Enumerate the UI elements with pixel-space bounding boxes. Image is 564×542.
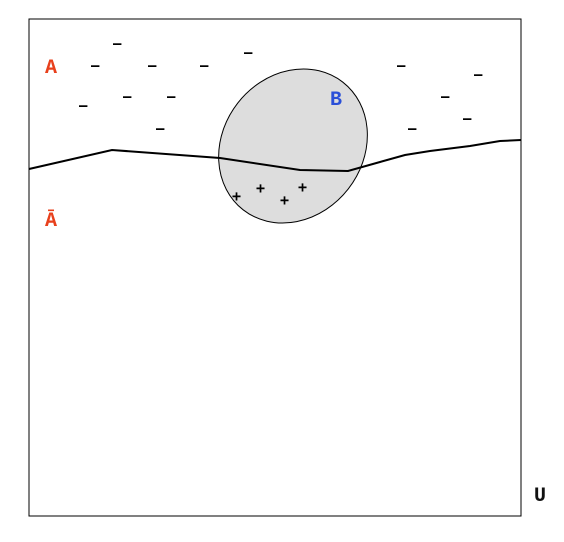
universe-frame bbox=[28, 18, 522, 517]
plus-signs: + + + + bbox=[232, 178, 307, 209]
universe-label: U bbox=[534, 485, 546, 508]
minus-sign: – bbox=[408, 121, 417, 137]
plus-sign: + bbox=[232, 187, 241, 205]
minus-sign: – bbox=[156, 121, 165, 137]
set-b-label: B bbox=[330, 89, 342, 112]
minus-sign: – bbox=[397, 58, 406, 74]
minus-sign: – bbox=[79, 98, 88, 114]
minus-sign: – bbox=[91, 58, 100, 74]
minus-sign: – bbox=[200, 58, 209, 74]
set-a-label: A bbox=[45, 57, 57, 80]
minus-sign: – bbox=[474, 67, 483, 83]
minus-sign: – bbox=[244, 45, 253, 61]
minus-sign: – bbox=[113, 36, 122, 52]
minus-sign: – bbox=[441, 89, 450, 105]
minus-sign: – bbox=[167, 89, 176, 105]
set-b-ellipse bbox=[218, 68, 368, 224]
minus-sign: – bbox=[463, 111, 472, 127]
set-a-complement-label: Ā bbox=[45, 209, 57, 233]
plus-sign: + bbox=[298, 178, 307, 196]
minus-sign: – bbox=[123, 89, 132, 105]
partition-boundary bbox=[28, 139, 522, 173]
minus-signs: – – – – – – – – – – – – – – bbox=[79, 36, 483, 137]
plus-sign: + bbox=[256, 179, 265, 197]
plus-sign: + bbox=[280, 191, 289, 209]
minus-sign: – bbox=[148, 58, 157, 74]
